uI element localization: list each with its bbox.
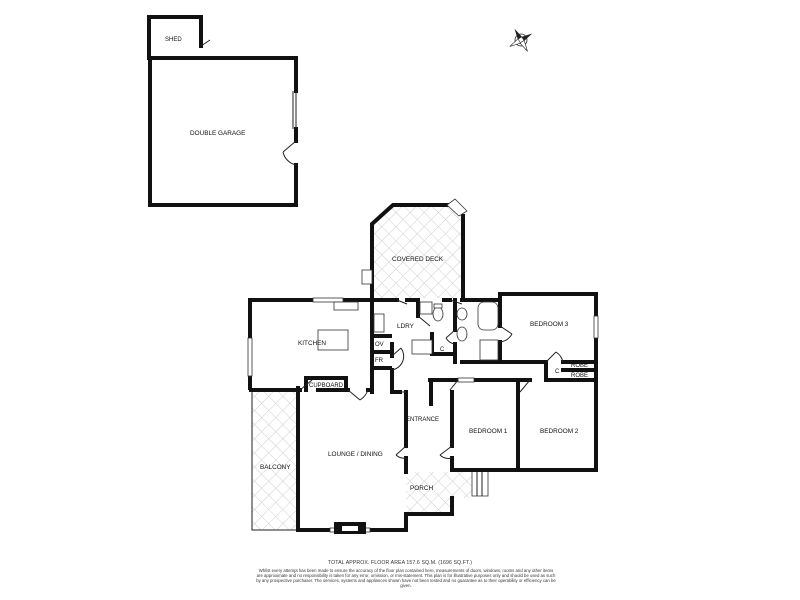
floor-area-total: TOTAL APPROX. FLOOR AREA 157.6 SQ.M. (16… — [327, 560, 473, 566]
toilet-ldry — [432, 306, 444, 322]
porch-steps — [471, 469, 489, 497]
room-label-bedroom-1: BEDROOM 1 — [469, 428, 508, 435]
room-label-c-ldry: C — [440, 347, 445, 353]
doors — [299, 299, 564, 459]
disclaimer-text: Whilst every attempt has been made to en… — [256, 568, 556, 588]
deck-step — [446, 198, 468, 217]
garage-structure — [147, 15, 298, 207]
room-label-lounge-dining: LOUNGE / DINING — [328, 451, 383, 458]
toilet-bath — [456, 326, 468, 342]
bathtub — [477, 301, 499, 331]
bath-shower — [479, 339, 499, 361]
room-label-cupboard: CUPBOARD — [309, 383, 344, 389]
deck-step-side — [361, 269, 373, 285]
room-label-entrance: ENTRANCE — [406, 417, 439, 423]
fixtures — [317, 301, 499, 361]
basin — [456, 307, 468, 321]
porch-area — [406, 472, 478, 514]
covered-deck-area — [372, 205, 463, 298]
room-label-bedroom-2: BEDROOM 2 — [540, 428, 579, 435]
balcony-area — [252, 388, 297, 530]
room-label-shed: SHED — [165, 37, 182, 43]
room-label-ldry: LDRY — [397, 323, 415, 330]
house-walls — [248, 292, 598, 532]
room-label-porch: PORCH — [410, 485, 433, 492]
room-label-balcony: BALCONY — [260, 464, 291, 471]
compass-rose-icon — [509, 28, 533, 52]
room-label-bedroom-3: BEDROOM 3 — [530, 321, 569, 328]
kitchen-island — [317, 329, 349, 351]
room-label-robe-b: ROBE — [571, 373, 588, 379]
room-label-double-garage: DOUBLE GARAGE — [190, 130, 245, 137]
laundry-tub — [419, 301, 433, 315]
cooktop — [373, 313, 385, 333]
fireplace-opening — [342, 526, 358, 531]
kitchen-sink — [333, 301, 359, 311]
room-label-fr: FR — [375, 358, 384, 364]
shower — [411, 339, 433, 355]
room-label-covered-deck: COVERED DECK — [392, 256, 444, 263]
room-label-ov: OV — [375, 342, 384, 348]
room-label-c-bed: C — [555, 369, 560, 375]
room-label-robe-a: ROBE — [571, 363, 588, 369]
room-label-kitchen: KITCHEN — [298, 340, 326, 347]
